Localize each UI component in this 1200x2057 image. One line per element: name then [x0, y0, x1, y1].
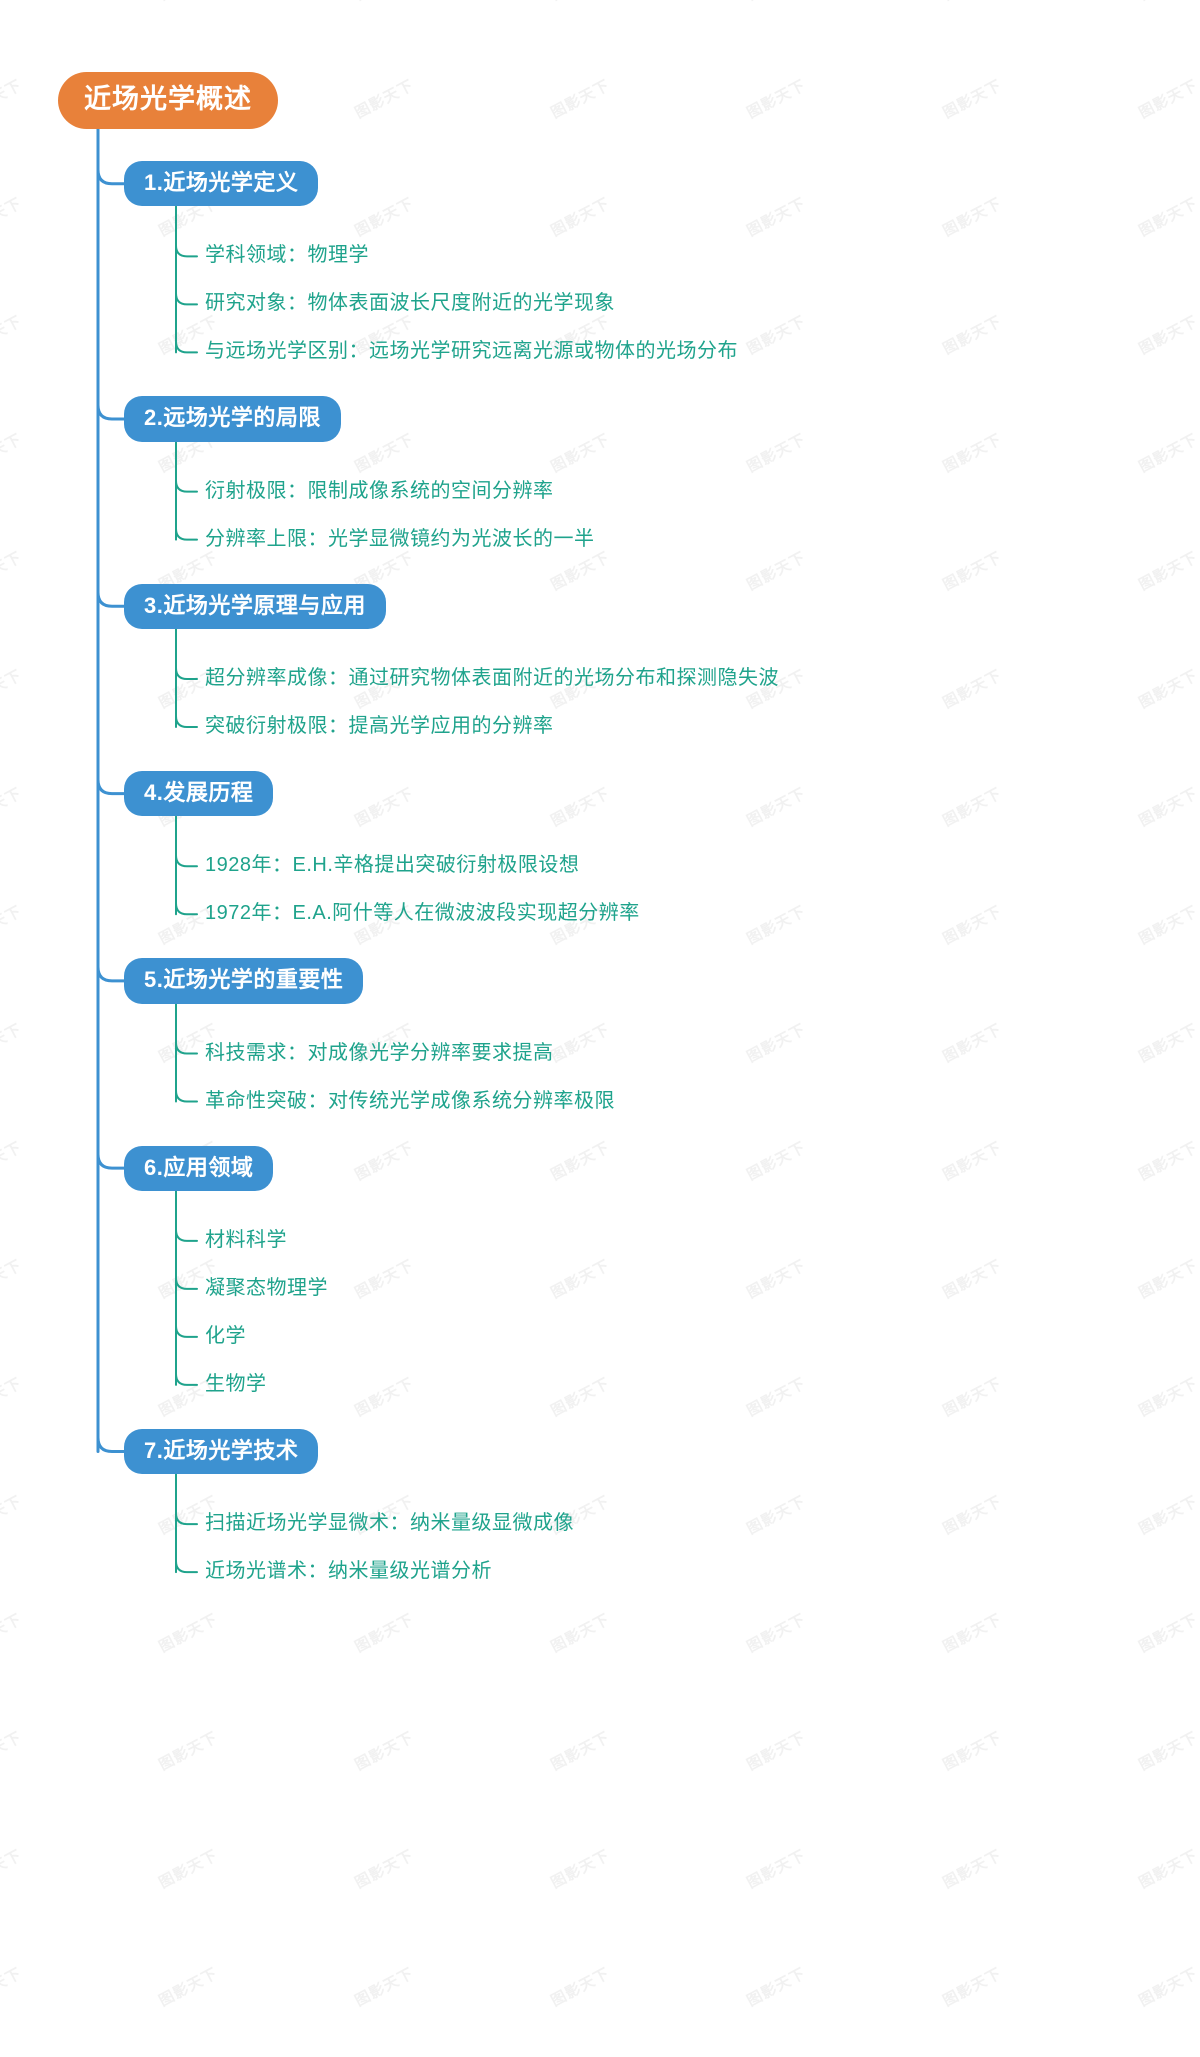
leaf-node-2-2[interactable]: 分辨率上限：光学显微镜约为光波长的一半	[205, 527, 595, 551]
connector-path	[175, 1085, 198, 1103]
leaf-node-5-2-label: 革命性突破：对传统光学成像系统分辨率极限	[205, 1089, 615, 1112]
leaf-node-6-4[interactable]: 生物学	[205, 1372, 267, 1396]
leaf-node-4-1-label: 1928年：E.H.辛格提出突破衍射极限设想	[205, 854, 580, 877]
connector-path	[175, 288, 198, 306]
branch-node-3[interactable]: 3.近场光学原理与应用	[124, 583, 386, 629]
leaf-node-4-2-label: 1972年：E.A.阿什等人在微波波段实现超分辨率	[205, 902, 640, 925]
leaf-node-2-1-label: 衍射极限：限制成像系统的空间分辨率	[205, 479, 554, 502]
connector-path	[96, 1146, 126, 1170]
connector-path	[175, 710, 198, 728]
connector-path	[175, 1556, 198, 1574]
connector-path	[175, 336, 198, 354]
leaf-node-5-1-label: 科技需求：对成像光学分辨率要求提高	[205, 1041, 554, 1064]
leaf-node-6-2-label: 凝聚态物理学	[205, 1276, 328, 1299]
leaf-node-4-2[interactable]: 1972年：E.A.阿什等人在微波波段实现超分辨率	[205, 901, 640, 925]
leaf-node-3-2-label: 突破衍射极限：提高光学应用的分辨率	[205, 714, 554, 737]
connector-path	[175, 1272, 198, 1290]
connector-path	[96, 772, 126, 796]
leaf-node-5-2[interactable]: 革命性突破：对传统光学成像系统分辨率极限	[205, 1089, 615, 1113]
connector-path	[175, 475, 198, 493]
connector-path	[175, 1224, 198, 1242]
leaf-node-1-3-label: 与远场光学区别：远场光学研究远离光源或物体的光场分布	[205, 340, 738, 363]
leaf-node-6-3-label: 化学	[205, 1324, 246, 1347]
connector-path	[96, 397, 126, 421]
leaf-node-7-1[interactable]: 扫描近场光学显微术：纳米量级显微成像	[205, 1511, 574, 1535]
leaf-node-1-1[interactable]: 学科领域：物理学	[205, 243, 369, 267]
connector-path	[175, 1320, 198, 1338]
leaf-node-1-2[interactable]: 研究对象：物体表面波长尺度附近的光学现象	[205, 291, 615, 315]
connector-path	[175, 1368, 198, 1386]
leaf-node-3-2[interactable]: 突破衍射极限：提高光学应用的分辨率	[205, 714, 554, 738]
leaf-node-1-3[interactable]: 与远场光学区别：远场光学研究远离光源或物体的光场分布	[205, 339, 738, 363]
connector-path	[175, 850, 198, 868]
leaf-node-6-2[interactable]: 凝聚态物理学	[205, 1276, 328, 1300]
connector-path	[175, 898, 198, 916]
connector-path	[175, 1508, 198, 1526]
leaf-node-7-1-label: 扫描近场光学显微术：纳米量级显微成像	[205, 1512, 574, 1535]
branch-node-2[interactable]: 2.远场光学的局限	[124, 396, 341, 442]
root-node-label: 近场光学概述	[84, 84, 252, 114]
leaf-node-4-1[interactable]: 1928年：E.H.辛格提出突破衍射极限设想	[205, 853, 579, 877]
connector-path	[96, 959, 126, 983]
connector-path	[96, 584, 126, 608]
leaf-node-1-1-label: 学科领域：物理学	[205, 244, 369, 267]
leaf-node-3-1-label: 超分辨率成像：通过研究物体表面附近的光场分布和探测隐失波	[205, 666, 779, 689]
branch-node-4-label: 4.发展历程	[144, 779, 254, 805]
leaf-node-3-1[interactable]: 超分辨率成像：通过研究物体表面附近的光场分布和探测隐失波	[205, 666, 779, 690]
leaf-node-2-2-label: 分辨率上限：光学显微镜约为光波长的一半	[205, 527, 595, 550]
branch-node-3-label: 3.近场光学原理与应用	[144, 592, 366, 618]
branch-node-7[interactable]: 7.近场光学技术	[124, 1428, 319, 1475]
leaf-node-2-1[interactable]: 衍射极限：限制成像系统的空间分辨率	[205, 479, 554, 503]
leaf-node-5-1[interactable]: 科技需求：对成像光学分辨率要求提高	[205, 1041, 554, 1065]
branch-node-1[interactable]: 1.近场光学定义	[124, 161, 319, 207]
connector-path	[175, 662, 198, 680]
branch-node-4[interactable]: 4.发展历程	[124, 770, 274, 817]
branch-node-5-label: 5.近场光学的重要性	[144, 967, 344, 993]
connector-path	[175, 1037, 198, 1055]
leaf-node-6-4-label: 生物学	[205, 1372, 267, 1395]
branch-node-2-label: 2.远场光学的局限	[144, 405, 321, 431]
leaf-node-6-1-label: 材料科学	[205, 1228, 287, 1251]
leaf-node-1-2-label: 研究对象：物体表面波长尺度附近的光学现象	[205, 292, 615, 315]
leaf-node-6-3[interactable]: 化学	[205, 1324, 246, 1348]
connector-path	[175, 240, 198, 258]
leaf-node-7-2-label: 近场光谱术：纳米量级光谱分析	[205, 1560, 492, 1583]
branch-node-6[interactable]: 6.应用领域	[124, 1145, 274, 1191]
leaf-node-7-2[interactable]: 近场光谱术：纳米量级光谱分析	[205, 1559, 492, 1583]
branch-node-7-label: 7.近场光学技术	[144, 1437, 299, 1463]
connector-path	[96, 1429, 126, 1453]
connector-path	[96, 162, 126, 186]
leaf-node-6-1[interactable]: 材料科学	[205, 1228, 287, 1252]
branch-node-5[interactable]: 5.近场光学的重要性	[124, 958, 364, 1004]
branch-node-1-label: 1.近场光学定义	[144, 170, 299, 196]
connector-path	[175, 523, 198, 541]
branch-node-6-label: 6.应用领域	[144, 1154, 254, 1180]
root-node[interactable]: 近场光学概述	[58, 72, 278, 130]
